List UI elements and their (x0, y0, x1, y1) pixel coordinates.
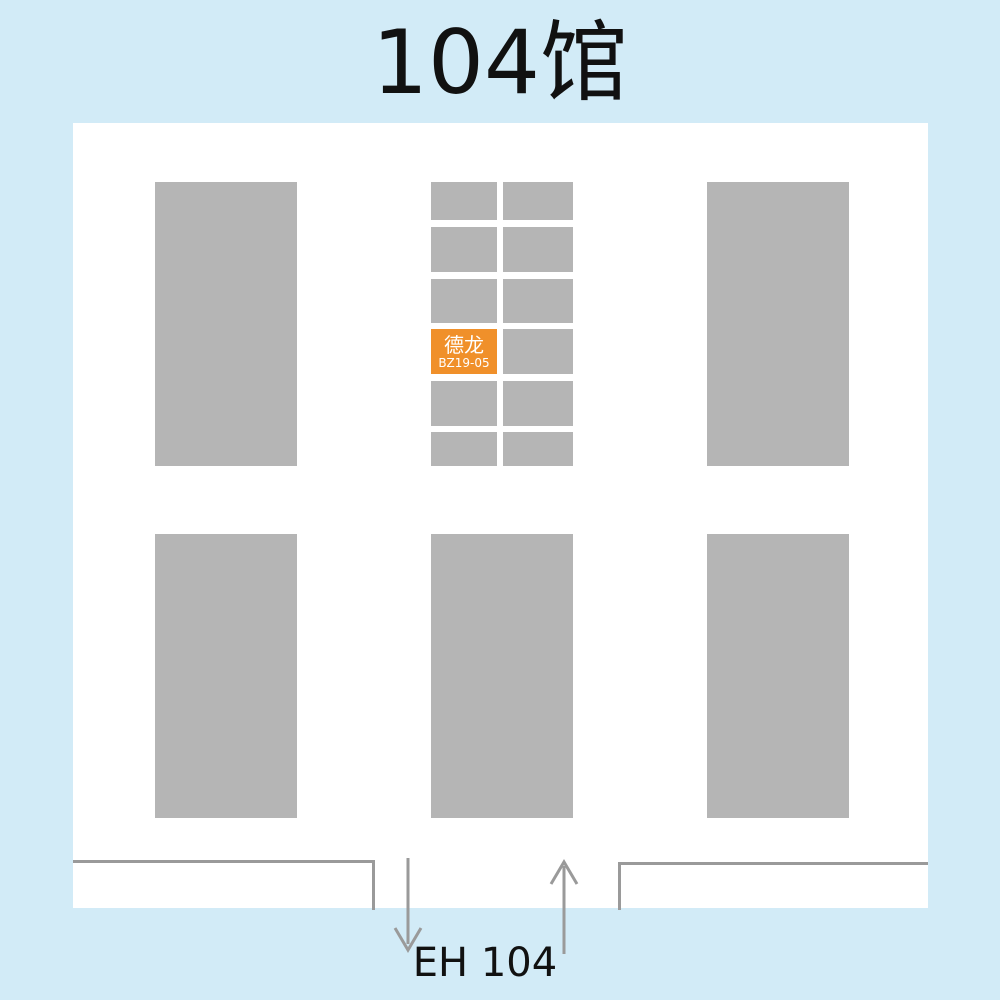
block-top-right[interactable] (707, 182, 849, 466)
block-top-left[interactable] (155, 182, 297, 466)
booth[interactable] (431, 227, 497, 272)
booth[interactable] (503, 432, 573, 466)
booth-name: 德龙 (444, 332, 484, 357)
wall-left-horizontal (73, 860, 375, 863)
booth[interactable] (503, 227, 573, 272)
booth[interactable] (503, 329, 573, 374)
booth[interactable] (503, 381, 573, 426)
block-bottom-left[interactable] (155, 534, 297, 818)
wall-left-vertical (372, 860, 375, 910)
booth-code: BZ19-05 (438, 355, 490, 370)
booth[interactable] (503, 182, 573, 220)
exit-arrow-down-icon (393, 858, 423, 953)
entry-arrow-up-icon (549, 859, 579, 954)
highlighted-booth[interactable]: 德龙 BZ19-05 (431, 329, 497, 374)
block-bottom-right[interactable] (707, 534, 849, 818)
booth[interactable] (431, 279, 497, 323)
booth[interactable] (431, 182, 497, 220)
wall-right-horizontal (618, 862, 928, 865)
wall-right-vertical (618, 862, 621, 910)
booth[interactable] (431, 432, 497, 466)
block-bottom-center[interactable] (431, 534, 573, 818)
entrance-label: EH 104 (412, 940, 558, 986)
booth[interactable] (503, 279, 573, 323)
hall-title: 104馆 (372, 11, 628, 114)
booth[interactable] (431, 381, 497, 426)
